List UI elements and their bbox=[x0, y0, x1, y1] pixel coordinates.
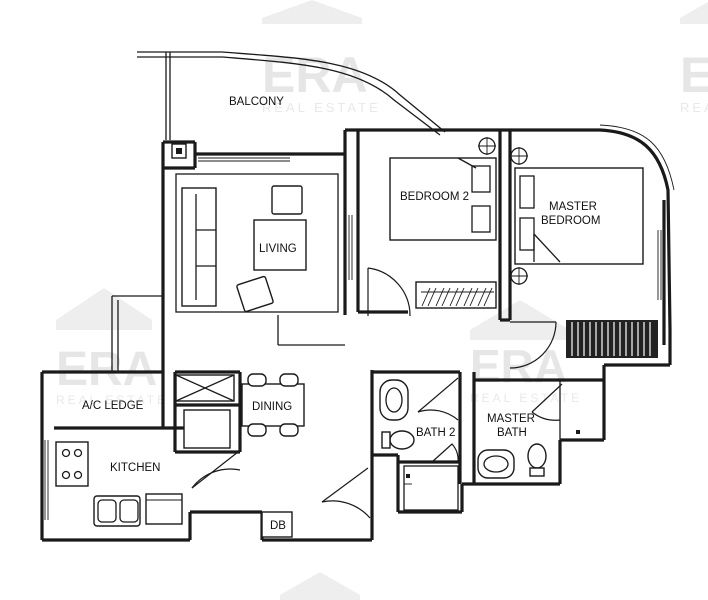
watermark-brand: ERA bbox=[680, 47, 708, 103]
label-bath2: BATH 2 bbox=[416, 427, 455, 439]
interior-walls bbox=[173, 310, 604, 538]
label-ac-ledge: A/C LEDGE bbox=[82, 400, 144, 412]
bath2-fixtures bbox=[379, 379, 459, 511]
watermark-center: ERA REAL ESTATE bbox=[470, 300, 582, 405]
label-master-bedroom-line1: MASTER bbox=[549, 201, 597, 213]
label-master-bath-line2: BATH bbox=[497, 427, 527, 439]
watermark-subtitle: REAL ESTATE bbox=[56, 393, 168, 407]
column-marker-master1 bbox=[510, 147, 528, 165]
watermark-subtitle: REAL ESTATE bbox=[470, 391, 582, 405]
watermark-right: ERA REAL ESTATE bbox=[680, 2, 708, 115]
watermark-brand: ERA bbox=[470, 340, 567, 392]
balcony bbox=[137, 51, 446, 156]
kitchen-furniture bbox=[55, 441, 183, 527]
master-bath-fixtures bbox=[477, 430, 580, 479]
column-marker-master2 bbox=[510, 267, 528, 285]
master-bedroom-furniture bbox=[514, 167, 658, 358]
watermark-subtitle: REAL ESTATE bbox=[262, 100, 381, 115]
label-master-bath-line1: MASTER bbox=[487, 413, 535, 425]
outer-walls bbox=[40, 124, 675, 542]
living-furniture bbox=[175, 173, 339, 313]
column-markers bbox=[171, 137, 528, 285]
master-wardrobe-lines bbox=[571, 322, 651, 356]
label-bedroom2: BEDROOM 2 bbox=[400, 191, 469, 203]
watermark-brand: ERA bbox=[262, 47, 368, 103]
windows bbox=[44, 157, 662, 520]
label-balcony: BALCONY bbox=[229, 96, 284, 108]
watermark-subtitle: REAL ESTATE bbox=[680, 100, 708, 115]
label-living: LIVING bbox=[259, 243, 297, 255]
label-master-bedroom-line2: BEDROOM bbox=[541, 215, 600, 227]
room-labels: BALCONY LIVING BEDROOM 2 MASTER BEDROOM … bbox=[82, 96, 600, 532]
dining-furniture bbox=[175, 373, 305, 449]
label-kitchen: KITCHEN bbox=[110, 462, 160, 474]
wardrobe-hangers bbox=[421, 287, 494, 307]
watermark-brand: ERA bbox=[56, 343, 157, 396]
label-dining: DINING bbox=[252, 401, 292, 413]
bedroom2-furniture bbox=[389, 157, 497, 309]
label-db: DB bbox=[270, 520, 286, 532]
doors bbox=[191, 267, 563, 519]
column-marker-br2 bbox=[478, 137, 496, 155]
watermark-left: ERA REAL ESTATE bbox=[56, 288, 168, 407]
watermark-bottom bbox=[280, 572, 360, 600]
